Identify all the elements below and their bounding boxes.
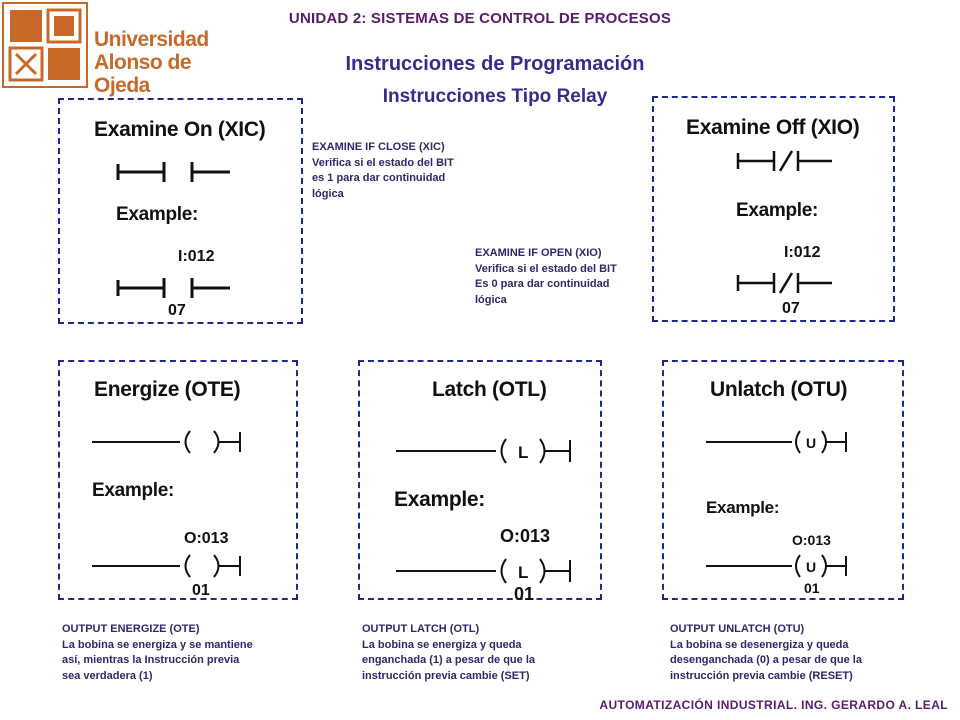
note-otu-line: La bobina se desenergiza y queda (670, 638, 849, 651)
panel-ote: Energize (OTE) Example: O:013 01 (58, 360, 298, 600)
panel-ote-bit: 01 (192, 582, 210, 599)
panel-otu: Unlatch (OTU) U Example: O:013 U 01 (662, 360, 904, 600)
panel-xio: Examine Off (XIO) Example: I:012 07 (652, 96, 895, 322)
panel-otl: Latch (OTL) L Example: O:013 L 01 (358, 360, 602, 604)
note-ote-line: así, mientras la Instrucción previa (62, 654, 240, 666)
note-xio-line: lógica (475, 293, 507, 306)
panel-xio-title: Examine Off (XIO) (686, 116, 860, 139)
note-ote-line: sea verdadera (1) (62, 669, 153, 682)
unit-title: UNIDAD 2: SISTEMAS DE CONTROL DE PROCESO… (288, 10, 672, 27)
panel-otu-example: Example: (706, 498, 780, 517)
footer-credit: AUTOMATIZACIÓN INDUSTRIAL. ING. GERARDO … (599, 698, 948, 712)
note-xio-line: Es 0 para dar continuidad (475, 278, 610, 290)
note-xic-line: Verifica si el estado del BIT (312, 156, 454, 169)
page-subtitle: Instrucciones Tipo Relay (382, 86, 608, 107)
otu-unlatch-coil-icon: U (706, 430, 847, 454)
panel-ote-example: Example: (92, 480, 175, 501)
panel-xic-bit: 07 (168, 302, 186, 319)
panel-otu-bit: 01 (804, 580, 820, 596)
otl-coil-letter: L (518, 443, 528, 462)
otl-latch-coil-icon: L (396, 438, 571, 464)
ote-coil-icon (92, 430, 241, 454)
note-otl-line: instrucción previa cambie (SET) (362, 669, 530, 682)
logo-line-1: Universidad (94, 28, 209, 51)
ote-example-coil-icon (92, 554, 241, 578)
note-ote-heading: OUTPUT ENERGIZE (OTE) (62, 623, 200, 635)
panel-xic-title: Examine On (XIC) (94, 118, 266, 141)
note-ote: OUTPUT ENERGIZE (OTE) La bobina se energ… (62, 622, 312, 684)
note-xio-heading: EXAMINE IF OPEN (XIO) (475, 247, 602, 259)
logo-line-2: Alonso de Ojeda (94, 51, 192, 97)
note-ote-line: La bobina se energiza y se mantiene (62, 638, 253, 651)
note-xic: EXAMINE IF CLOSE (XIC) Verifica si el es… (312, 140, 480, 202)
otl-example-latch-coil-icon: L (396, 558, 571, 584)
panel-xic-address: I:012 (178, 248, 215, 265)
note-otu-line: desenganchada (0) a pesar de que la (670, 654, 862, 666)
note-xic-line: es 1 para dar continuidad (312, 172, 446, 184)
panel-xic-example: Example: (116, 204, 199, 225)
panel-otl-address: O:013 (500, 526, 551, 546)
panel-otl-bit: 01 (514, 584, 535, 604)
xic-contact-icon (116, 162, 230, 182)
panel-otl-title: Latch (OTL) (432, 378, 547, 401)
xic-example-contact-icon (116, 278, 230, 298)
panel-xic: Examine On (XIC) Example: I:012 07 (58, 98, 303, 324)
otu-example-unlatch-coil-icon: U (706, 554, 847, 578)
otu-coil-letter: U (806, 435, 816, 451)
note-otl-heading: OUTPUT LATCH (OTL) (362, 623, 480, 635)
note-otu: OUTPUT UNLATCH (OTU) La bobina se desene… (670, 622, 930, 684)
otl-example-coil-letter: L (518, 563, 528, 582)
note-otu-heading: OUTPUT UNLATCH (OTU) (670, 623, 805, 635)
otu-example-coil-letter: U (806, 559, 816, 575)
panel-otu-title: Unlatch (OTU) (710, 378, 848, 401)
university-logo: Universidad Alonso de Ojeda (2, 2, 209, 97)
xio-contact-icon (736, 150, 832, 172)
panel-xio-example: Example: (736, 200, 819, 221)
note-otl-line: enganchada (1) a pesar de que la (362, 654, 536, 666)
note-otl-line: La bobina se energiza y queda (362, 638, 522, 651)
panel-otl-example: Example: (394, 488, 485, 511)
note-xio: EXAMINE IF OPEN (XIO) Verifica si el est… (475, 246, 647, 308)
university-emblem-icon (2, 2, 88, 88)
panel-xio-address: I:012 (784, 244, 821, 261)
panel-ote-title: Energize (OTE) (94, 378, 241, 401)
note-xio-line: Verifica si el estado del BIT (475, 262, 617, 275)
panel-xio-bit: 07 (782, 300, 800, 317)
note-otu-line: instrucción previa cambie (RESET) (670, 669, 853, 682)
panel-ote-address: O:013 (184, 530, 229, 547)
note-xic-line: lógica (312, 187, 344, 200)
note-otl: OUTPUT LATCH (OTL) La bobina se energiza… (362, 622, 612, 684)
note-xic-heading: EXAMINE IF CLOSE (XIC) (312, 141, 445, 153)
xio-example-contact-icon (736, 272, 832, 294)
page-title: Instrucciones de Programación (345, 53, 645, 75)
panel-otu-address: O:013 (792, 532, 831, 548)
